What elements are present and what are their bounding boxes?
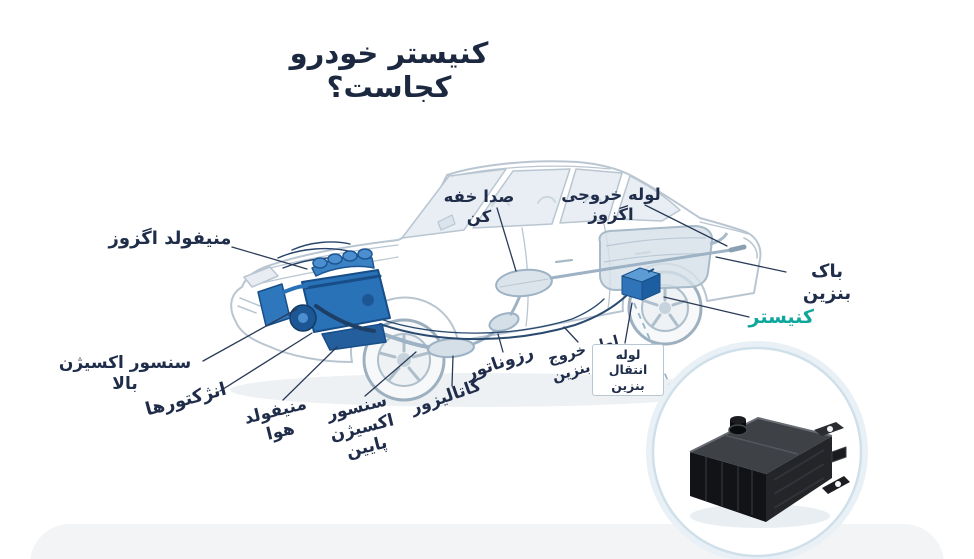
trunk-line — [699, 221, 749, 235]
windshield — [401, 168, 507, 239]
grille-lines — [237, 297, 261, 314]
label-canister: کنیستر — [748, 306, 814, 328]
front-wheel-hub — [397, 353, 411, 367]
leader-injectors — [219, 332, 313, 392]
leader-canister — [663, 296, 750, 318]
label-muffler: صدا خفه کن — [443, 187, 515, 227]
leader-muffler — [496, 207, 517, 272]
leader-fuel-tank — [715, 256, 787, 273]
canister-photo — [689, 416, 850, 528]
leader-resonator — [497, 333, 504, 353]
page-title: کنیستر خودرو کجاست؟ — [289, 36, 489, 104]
rear-wheel-hub — [659, 302, 671, 314]
engine-assembly — [257, 241, 391, 351]
label-upper-oxygen-sensor: سنسور اکسیژن بالا — [58, 353, 192, 394]
canister-marker — [621, 267, 661, 301]
canister-inset — [646, 341, 868, 559]
radiator — [257, 283, 291, 327]
label-fuel-transfer-pipe: لوله انتقال بنزین — [592, 344, 664, 396]
leader-lines — [202, 204, 787, 401]
tailpipe — [549, 248, 733, 280]
leader-air-manifold — [282, 346, 338, 401]
leader-catalyzer — [451, 355, 454, 387]
leader-fuel-transfer-pipe — [624, 302, 633, 344]
front-side-window — [472, 168, 571, 229]
label-fuel-tank: باک بنزین — [802, 261, 852, 304]
label-exhaust-outlet-pipe: لوله خروجی اگزوز — [561, 185, 661, 225]
rear-window — [615, 175, 681, 222]
leader-upper-oxygen-sensor — [202, 308, 298, 362]
leader-exhaust-outlet-pipe — [644, 204, 728, 247]
rear-wheel-spokes — [643, 285, 687, 327]
headlight — [243, 266, 279, 288]
front-wheel-spokes — [378, 333, 430, 382]
exhaust-system — [372, 244, 747, 359]
leader-lower-oxygen-sensor — [364, 351, 417, 397]
fuel-filler-neck — [709, 232, 729, 246]
tail-light — [743, 237, 758, 259]
side-mirror — [437, 214, 456, 231]
radiator-hose — [282, 284, 308, 294]
leader-fuel-vapor-pipe — [563, 326, 579, 343]
exhaust-downpipe — [314, 304, 376, 333]
label-exhaust-manifold: منیفولد اگزوز — [108, 228, 232, 249]
leader-exhaust-manifold — [231, 246, 308, 270]
exhaust-tip — [728, 244, 747, 253]
seat-headrests — [491, 195, 602, 207]
resonator-capsule — [488, 312, 520, 332]
roofline — [451, 165, 611, 177]
